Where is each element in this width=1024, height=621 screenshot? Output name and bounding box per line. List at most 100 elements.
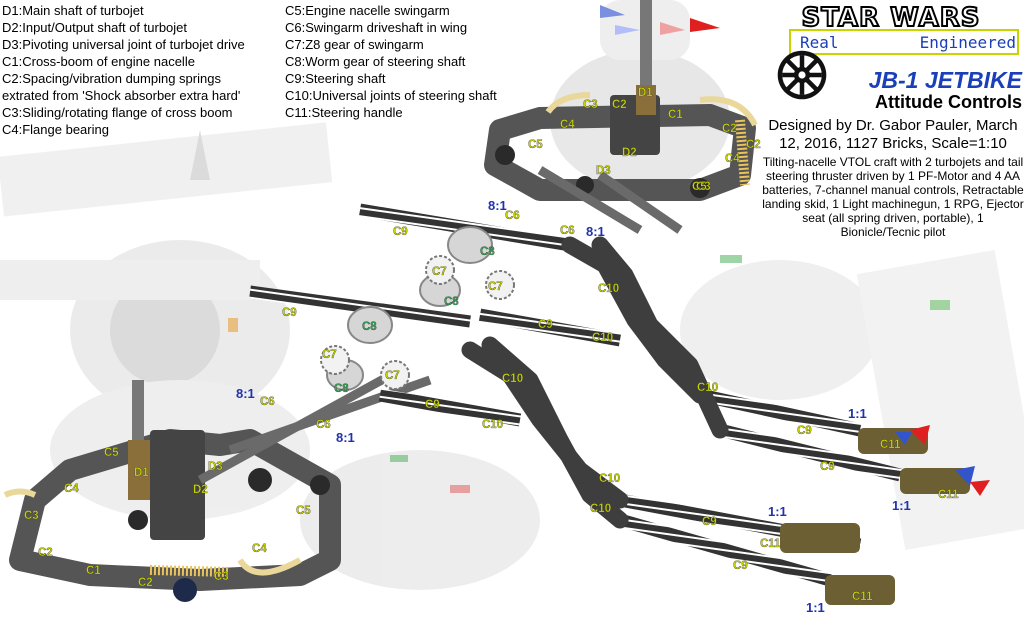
gears (320, 226, 515, 391)
part-label: C6 (560, 225, 575, 237)
gear-ratio-label: 8:1 (336, 430, 355, 445)
legend-item: C9:Steering shaft (285, 71, 386, 86)
part-label: C9 (797, 425, 812, 437)
part-label: C3 (583, 99, 598, 111)
part-label: D3 (596, 165, 611, 177)
part-label: C7 (432, 266, 447, 278)
part-label: C9 (393, 226, 408, 238)
part-label: C2 (138, 577, 153, 589)
part-label: C10 (599, 473, 620, 485)
part-label: C5 (692, 181, 707, 193)
designer-credit: Designed by Dr. Gabor Pauler, March 12, … (768, 117, 1018, 152)
gear-ratio-label: 1:1 (848, 406, 867, 421)
legend-item: C7:Z8 gear of swingarm (285, 37, 424, 52)
part-label: C11 (760, 538, 781, 550)
legend-item: C11:Steering handle (285, 105, 403, 120)
part-label: C10 (502, 373, 523, 385)
background-accents (228, 255, 950, 493)
part-labels: D1C1C2C3C2C4C5D2D3C2C4C3C5C6C6C9C8C7C8C7… (24, 87, 959, 603)
legend-item: extrated from 'Shock absorber extra hard… (2, 88, 241, 103)
part-label: C8 (362, 321, 377, 333)
part-label: C9 (282, 307, 297, 319)
imperial-cog-emblem-icon (777, 50, 827, 100)
part-label: C9 (733, 560, 748, 572)
part-label: C2 (746, 139, 761, 151)
legend-item: C2:Spacing/vibration dumping springs (2, 71, 221, 86)
part-label: C2 (38, 547, 53, 559)
part-label: D1 (638, 87, 653, 99)
upper-nacelle (484, 0, 758, 201)
legend-item: C6:Swingarm driveshaft in wing (285, 20, 468, 35)
legend-item: D2:Input/Output shaft of turbojet (2, 20, 188, 35)
craft-description: Tilting-nacelle VTOL craft with 2 turboj… (762, 155, 1024, 239)
part-label: C2 (612, 99, 627, 111)
part-label: C4 (560, 119, 575, 131)
page-subtitle: Attitude Controls (875, 92, 1022, 112)
ratio-labels: 8:1 8:1 8:1 8:1 1:1 1:1 1:1 1:1 (236, 198, 911, 615)
part-label: C9 (820, 461, 835, 473)
legend-item: D1:Main shaft of turbojet (2, 3, 144, 18)
part-label: C8 (334, 383, 349, 395)
part-label: C5 (528, 139, 543, 151)
part-label: C4 (64, 483, 79, 495)
part-label: C5 (296, 505, 311, 517)
universal-joint-chains (461, 236, 729, 529)
logo-engineered: Engineered (920, 33, 1016, 52)
background-machinery (0, 0, 1024, 590)
page-title: JB-1 JETBIKE (868, 67, 1022, 93)
part-label: C10 (592, 332, 613, 344)
part-label: C11 (852, 591, 873, 603)
part-label: C10 (697, 382, 718, 394)
part-label: C7 (488, 281, 503, 293)
part-label: C9 (702, 516, 717, 528)
legend-item: C4:Flange bearing (2, 122, 109, 137)
part-label: C4 (252, 543, 267, 555)
part-label: C10 (482, 419, 503, 431)
part-label: C8 (444, 296, 459, 308)
part-label: C11 (880, 439, 901, 451)
part-label: C1 (86, 565, 101, 577)
part-label: C9 (425, 399, 440, 411)
legend-item: C8:Worm gear of steering shaft (285, 54, 466, 69)
part-label: C3 (214, 571, 229, 583)
part-label: C11 (938, 489, 959, 501)
part-label: C7 (322, 349, 337, 361)
part-label: C10 (590, 503, 611, 515)
gear-ratio-label: 8:1 (488, 198, 507, 213)
part-label: C3 (696, 181, 711, 193)
part-label: C10 (598, 283, 619, 295)
logo-real: Real (800, 33, 839, 52)
part-label: D1 (134, 467, 149, 479)
part-label: C6 (505, 210, 520, 222)
part-label: C9 (538, 319, 553, 331)
lower-nacelle (3, 380, 341, 602)
part-label: C6 (316, 419, 331, 431)
legend-item: C10:Universal joints of steering shaft (285, 88, 497, 103)
title-block: JB-1 JETBIKE Attitude Controls (762, 68, 1022, 113)
gear-ratio-label: 8:1 (586, 224, 605, 239)
legend-middle: C5:Engine nacelle swingarm C6:Swingarm d… (285, 2, 497, 121)
part-label: C1 (668, 109, 683, 121)
part-label: D3 (208, 461, 223, 473)
part-label: D2 (193, 484, 208, 496)
part-label: C6 (260, 396, 275, 408)
gear-ratio-label: 1:1 (806, 600, 825, 615)
legend-item: C3:Sliding/rotating flange of cross boom (2, 105, 233, 120)
gear-ratio-label: 8:1 (236, 386, 255, 401)
part-label: C8 (480, 246, 495, 258)
part-label: C7 (385, 370, 400, 382)
steering-handles (780, 425, 990, 605)
part-label: D2 (622, 147, 637, 159)
legend-item: D3:Pivoting universal joint of turbojet … (2, 37, 245, 52)
part-label: C5 (104, 447, 119, 459)
logo-title: STAR WARS (801, 3, 980, 33)
legend-left: D1:Main shaft of turbojet D2:Input/Outpu… (2, 2, 245, 138)
gear-ratio-label: 1:1 (892, 498, 911, 513)
part-label: C4 (725, 153, 740, 165)
part-label: C2 (722, 123, 737, 135)
legend-item: C5:Engine nacelle swingarm (285, 3, 450, 18)
legend-item: C1:Cross-boom of engine nacelle (2, 54, 195, 69)
gear-ratio-label: 1:1 (768, 504, 787, 519)
